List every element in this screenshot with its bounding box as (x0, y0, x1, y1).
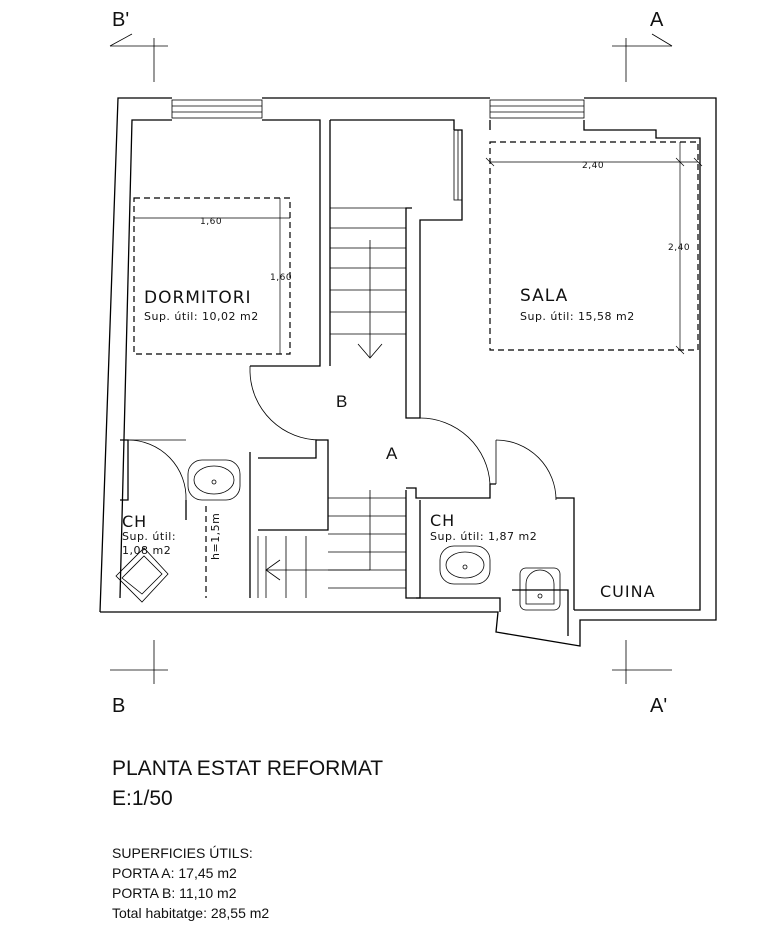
window-dormitori (171, 99, 263, 119)
dim-dormitori-width: 1,60 (200, 217, 222, 227)
stairs-lower (257, 490, 406, 598)
summary-line-total: Total habitatge: 28,55 m2 (112, 905, 269, 921)
door-ch-right-swing (495, 439, 557, 501)
toilet-right (519, 567, 561, 611)
room-name-dormitori: DORMITORI (144, 288, 252, 308)
section-label-bottom-right: A' (650, 695, 667, 717)
washbasin-right (439, 545, 491, 585)
dim-sala-height: 2,40 (668, 243, 690, 253)
interior-walls (120, 120, 575, 636)
room-name-cuina: CUINA (600, 582, 656, 601)
room-name-ch-right: CH (430, 511, 455, 530)
window-sala (489, 99, 585, 119)
clearance-box-dormitori (133, 197, 291, 355)
room-area-ch-right: Sup. útil: 1,87 m2 (430, 530, 537, 543)
toilet-left (115, 547, 169, 603)
door-label-b: B (336, 392, 347, 411)
room-area-ch-left-line2: 1,08 m2 (122, 544, 171, 557)
dim-dormitori-height: 1,60 (270, 273, 292, 283)
door-label-a: A (386, 444, 398, 463)
section-label-top-right: A (650, 9, 664, 31)
room-area-dormitori: Sup. útil: 10,02 m2 (144, 310, 259, 323)
section-marker-top-left (109, 33, 168, 82)
dim-sala-width: 2,40 (582, 161, 604, 171)
section-label-top-left: B' (112, 9, 129, 31)
room-name-ch-left: CH (122, 512, 147, 531)
room-area-sala: Sup. útil: 15,58 m2 (520, 310, 635, 323)
room-area-ch-left-line1: Sup. útil: (122, 530, 176, 543)
room-name-sala: SALA (520, 286, 568, 306)
stairs-upper (330, 207, 406, 359)
section-marker-bottom-right (612, 640, 672, 684)
section-marker-top-right (612, 33, 673, 82)
height-label-ch-left: h=1,5m (209, 513, 222, 560)
section-label-bottom-left: B (112, 695, 125, 717)
outer-walls (99, 97, 717, 647)
summary-heading: SUPERFICIES ÚTILS: (112, 845, 253, 861)
door-ch-left-swing (127, 439, 187, 501)
drawing-title: PLANTA ESTAT REFORMAT (112, 757, 383, 780)
section-marker-bottom-left (110, 640, 168, 684)
door-b-swing (249, 366, 328, 441)
clearance-box-sala (485, 141, 703, 355)
drawing-scale: E:1/50 (112, 787, 173, 810)
summary-line-porta-a: PORTA A: 17,45 m2 (112, 865, 237, 881)
washbasin-left (187, 459, 241, 501)
summary-line-porta-b: PORTA B: 11,10 m2 (112, 885, 237, 901)
door-a-swing (419, 417, 491, 485)
